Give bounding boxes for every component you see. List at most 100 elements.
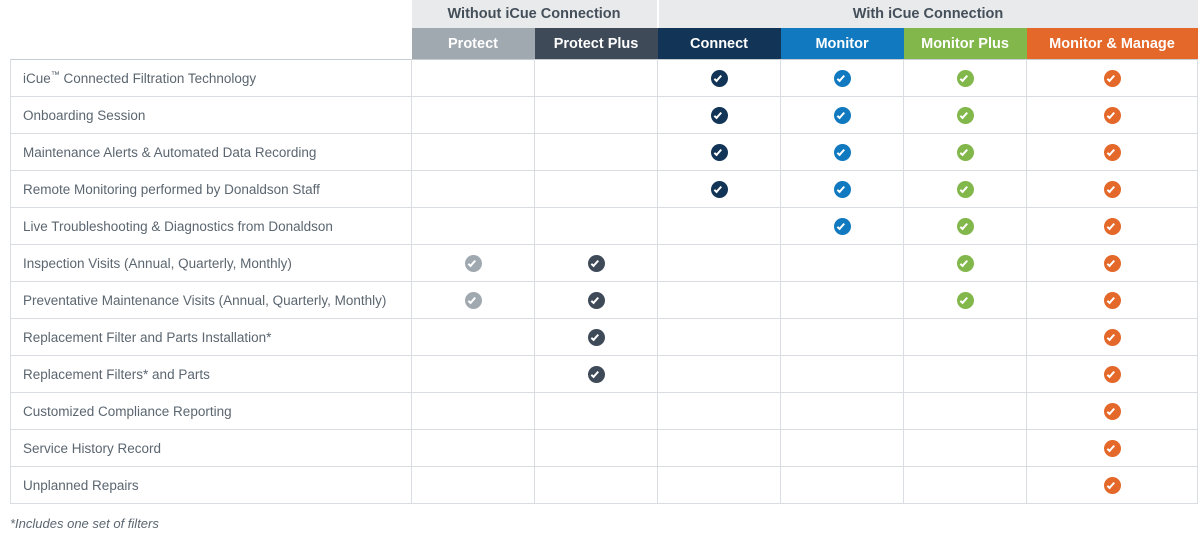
cell-monitor_manage [1026, 133, 1199, 171]
check-icon [464, 291, 482, 309]
cell-protect [411, 170, 535, 208]
cell-monitor [780, 281, 905, 319]
cell-connect [657, 355, 782, 393]
plan-header-protect_plus[interactable]: Protect Plus [534, 28, 658, 60]
table-row: Service History Record [10, 429, 1199, 467]
cell-protect [411, 355, 535, 393]
check-icon [1103, 217, 1121, 235]
check-icon [833, 106, 851, 124]
cell-monitor [780, 207, 905, 245]
group-header-without: Without iCue Connection [411, 0, 659, 28]
plan-header-protect[interactable]: Protect [411, 28, 535, 60]
cell-protect_plus [533, 133, 659, 171]
check-icon [587, 254, 605, 272]
cell-connect [657, 281, 782, 319]
trademark-symbol: ™ [50, 69, 60, 79]
cell-monitor_manage [1026, 466, 1199, 504]
cell-connect [657, 59, 782, 97]
plan-header-monitor_plus[interactable]: Monitor Plus [903, 28, 1027, 60]
check-icon [1103, 143, 1121, 161]
cell-monitor_manage [1026, 355, 1199, 393]
check-icon [833, 180, 851, 198]
cell-protect_plus [533, 207, 659, 245]
cell-monitor [780, 355, 905, 393]
cell-monitor_plus [903, 170, 1028, 208]
cell-connect [657, 133, 782, 171]
check-icon [956, 291, 974, 309]
check-icon [1103, 402, 1121, 420]
check-icon [710, 106, 728, 124]
cell-monitor_manage [1026, 170, 1199, 208]
cell-connect [657, 429, 782, 467]
cell-monitor_plus [903, 281, 1028, 319]
table-row: Remote Monitoring performed by Donaldson… [10, 170, 1199, 208]
table-row: Customized Compliance Reporting [10, 392, 1199, 430]
cell-monitor [780, 96, 905, 134]
check-icon [1103, 106, 1121, 124]
feature-label: Replacement Filter and Parts Installatio… [10, 318, 412, 356]
check-icon [1103, 254, 1121, 272]
cell-monitor_manage [1026, 207, 1199, 245]
cell-protect [411, 466, 535, 504]
feature-label: Live Troubleshooting & Diagnostics from … [10, 207, 412, 245]
cell-monitor_plus [903, 207, 1028, 245]
cell-connect [657, 244, 782, 282]
cell-monitor [780, 170, 905, 208]
feature-label: Preventative Maintenance Visits (Annual,… [10, 281, 412, 319]
table-row: Inspection Visits (Annual, Quarterly, Mo… [10, 244, 1199, 282]
table-row: Replacement Filters* and Parts [10, 355, 1199, 393]
cell-protect [411, 429, 535, 467]
plan-header-monitor_manage[interactable]: Monitor & Manage [1026, 28, 1198, 60]
table-row: Live Troubleshooting & Diagnostics from … [10, 207, 1199, 245]
feature-label: Customized Compliance Reporting [10, 392, 412, 430]
feature-label: Onboarding Session [10, 96, 412, 134]
check-icon [833, 69, 851, 87]
cell-monitor_plus [903, 429, 1028, 467]
plan-header-connect[interactable]: Connect [657, 28, 781, 60]
check-icon [833, 217, 851, 235]
feature-label: Inspection Visits (Annual, Quarterly, Mo… [10, 244, 412, 282]
feature-label: Unplanned Repairs [10, 466, 412, 504]
table-row: Preventative Maintenance Visits (Annual,… [10, 281, 1199, 319]
feature-label: Service History Record [10, 429, 412, 467]
check-icon [587, 328, 605, 346]
cell-connect [657, 318, 782, 356]
check-icon [956, 180, 974, 198]
cell-protect_plus [533, 355, 659, 393]
check-icon [1103, 476, 1121, 494]
cell-monitor_manage [1026, 318, 1199, 356]
cell-monitor_plus [903, 133, 1028, 171]
check-icon [710, 143, 728, 161]
cell-monitor [780, 429, 905, 467]
feature-label: Maintenance Alerts & Automated Data Reco… [10, 133, 412, 171]
group-header-with: With iCue Connection [657, 0, 1198, 28]
check-icon [710, 180, 728, 198]
cell-monitor [780, 59, 905, 97]
cell-protect_plus [533, 59, 659, 97]
check-icon [956, 69, 974, 87]
check-icon [1103, 365, 1121, 383]
cell-protect [411, 96, 535, 134]
check-icon [956, 143, 974, 161]
cell-protect_plus [533, 281, 659, 319]
check-icon [956, 106, 974, 124]
cell-protect [411, 133, 535, 171]
cell-protect_plus [533, 170, 659, 208]
table-row: Maintenance Alerts & Automated Data Reco… [10, 133, 1199, 171]
cell-monitor [780, 244, 905, 282]
cell-protect_plus [533, 96, 659, 134]
cell-monitor_plus [903, 466, 1028, 504]
cell-monitor_plus [903, 96, 1028, 134]
cell-protect_plus [533, 244, 659, 282]
cell-connect [657, 96, 782, 134]
check-icon [464, 254, 482, 272]
table-row: Unplanned Repairs [10, 466, 1199, 504]
cell-monitor_manage [1026, 429, 1199, 467]
plan-header-monitor[interactable]: Monitor [780, 28, 904, 60]
feature-label: Remote Monitoring performed by Donaldson… [10, 170, 412, 208]
